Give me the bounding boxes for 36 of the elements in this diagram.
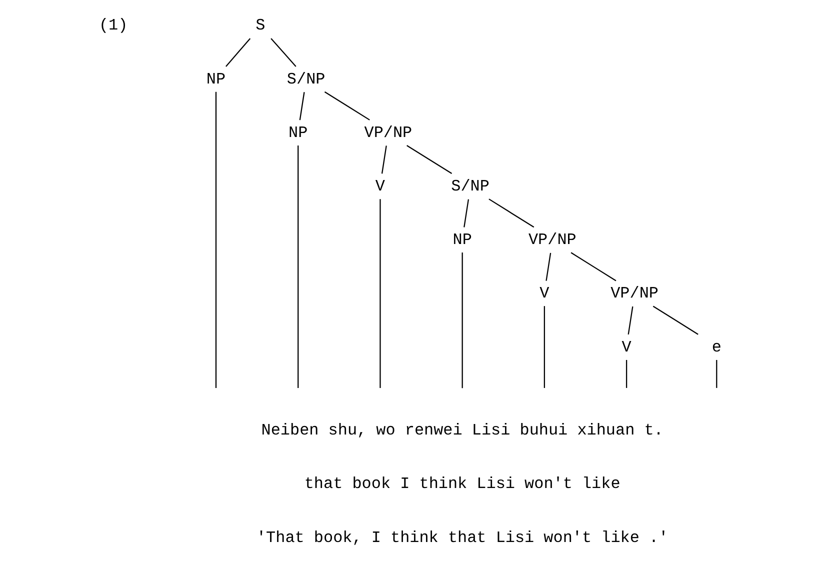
connector <box>380 146 386 174</box>
connector <box>625 360 627 388</box>
node-text: VP/NP <box>364 124 412 142</box>
connector <box>627 306 633 335</box>
node-text: V <box>539 284 549 303</box>
connector <box>297 145 298 388</box>
node-text: VP/NP <box>528 231 576 250</box>
connector <box>270 38 296 67</box>
label: 'That book, I think that Lisi won't like .' <box>256 528 668 547</box>
connector <box>324 91 370 120</box>
node-text: V <box>374 177 385 196</box>
connector <box>716 360 717 388</box>
node-text: S/NP <box>450 177 489 196</box>
connector <box>543 306 545 388</box>
node-text: NP <box>206 70 226 88</box>
label: Neiben shu, wo renwei Lisi buhui xihuan t. <box>260 422 663 440</box>
label: that book I think Lisi won't like <box>304 475 620 494</box>
connector <box>406 144 452 174</box>
connector <box>461 252 462 388</box>
connector <box>298 92 304 120</box>
connector <box>652 306 698 335</box>
label: (1) <box>98 16 128 35</box>
connector <box>225 38 250 67</box>
connector <box>545 252 551 281</box>
node-text: NP <box>288 124 308 142</box>
node-text: NP <box>452 231 472 250</box>
node-text: S/NP <box>286 70 325 88</box>
connector <box>463 199 469 228</box>
connector <box>214 92 216 388</box>
node-text: VP/NP <box>610 284 658 303</box>
node-text: V <box>621 338 631 356</box>
connector <box>570 252 616 282</box>
connector <box>488 198 534 228</box>
node-text: S <box>255 16 265 35</box>
connector <box>379 199 380 388</box>
node-text: e <box>711 338 721 356</box>
